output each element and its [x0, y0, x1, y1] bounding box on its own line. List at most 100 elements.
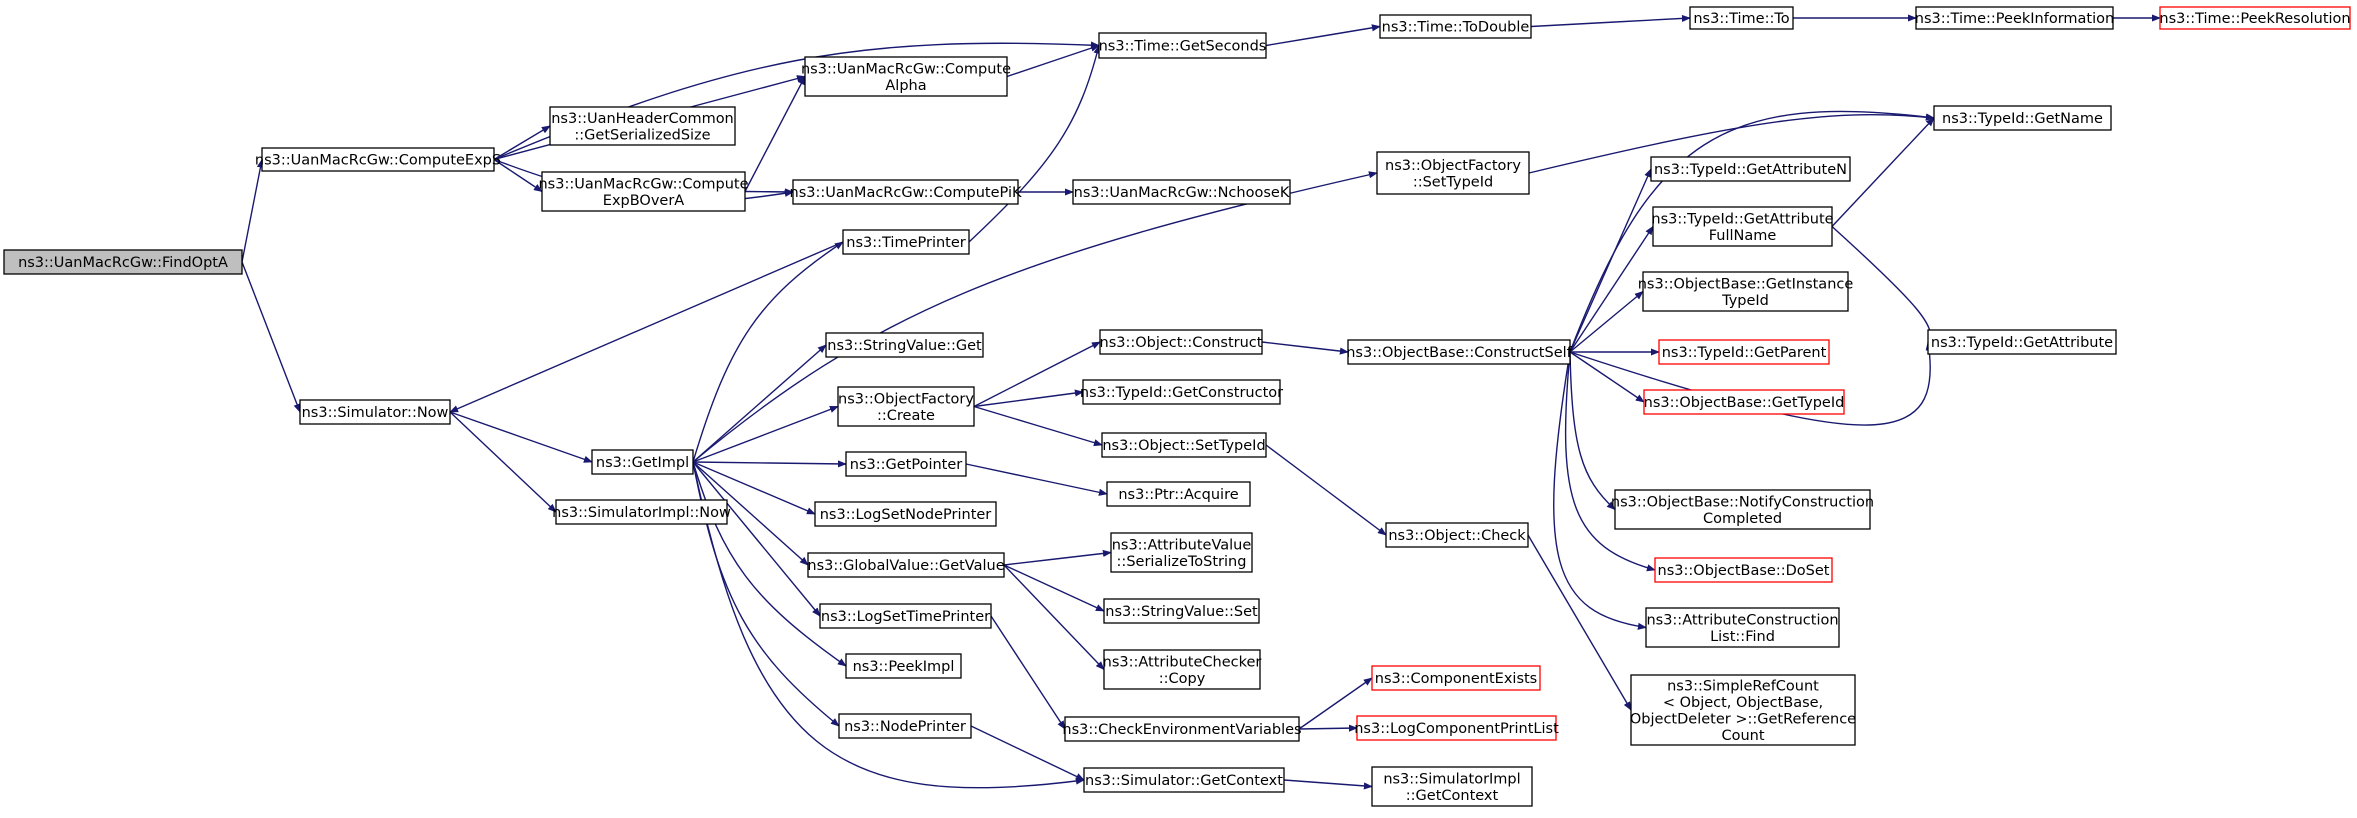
node-ns3-time-todouble[interactable]: ns3::Time::ToDouble: [1379, 14, 1532, 39]
node-ns3-objectbase-doset[interactable]: ns3::ObjectBase::DoSet: [1654, 557, 1833, 583]
node-ns3-ptr-acquire[interactable]: ns3::Ptr::Acquire: [1106, 481, 1251, 507]
node-label: ns3::Object::Construct: [1100, 335, 1263, 351]
node-ns3-logsettimeprinter[interactable]: ns3::LogSetTimePrinter: [819, 603, 992, 629]
node-box: [555, 499, 728, 525]
node-ns3-object-check[interactable]: ns3::Object::Check: [1385, 522, 1529, 548]
edge-n13-n3: [968, 44, 1101, 243]
node-ns3-simulator-getcontext[interactable]: ns3::Simulator::GetContext: [1083, 767, 1285, 793]
node-label: ns3::AttributeValue: [1112, 537, 1252, 553]
node-ns3-simulatorimpl-getcontext[interactable]: ns3::SimulatorImpl::GetContext: [1371, 766, 1533, 807]
node-ns3-getpointer[interactable]: ns3::GetPointer: [845, 451, 967, 477]
node-label: ns3::TypeId::GetConstructor: [1080, 385, 1283, 401]
node-ns3-attributechecker-copy[interactable]: ns3::AttributeChecker::Copy: [1103, 649, 1262, 690]
node-label: ns3::UanMacRcGw::ComputePiK: [790, 185, 1022, 201]
node-label: ns3::ObjectBase::ConstructSelf: [1346, 345, 1572, 361]
node-label: ns3::ObjectFactory: [1385, 158, 1521, 174]
node-ns3-object-settypeid[interactable]: ns3::Object::SetTypeId: [1101, 432, 1267, 458]
node-ns3-typeid-getparent[interactable]: ns3::TypeId::GetParent: [1658, 339, 1830, 365]
node-ns3-time-to[interactable]: ns3::Time::To: [1689, 6, 1794, 30]
node-ns3-logsetnodeprinter[interactable]: ns3::LogSetNodePrinter: [814, 501, 997, 527]
edge-n21-n32: [990, 615, 1066, 730]
node-ns3-checkenvironmentvariables[interactable]: ns3::CheckEnvironmentVariables: [1062, 716, 1302, 742]
node-ns3-uanmacrcgw-computepik[interactable]: ns3::UanMacRcGw::ComputePiK: [790, 179, 1022, 205]
edge-n24-n48: [1528, 113, 1935, 174]
node-ns3-time-peekinformation[interactable]: ns3::Time::PeekInformation: [1915, 6, 2114, 30]
node-ns3-objectfactory-settypeid[interactable]: ns3::ObjectFactory::SetTypeId: [1376, 151, 1530, 195]
node-box: [1110, 532, 1253, 573]
node-ns3-typeid-getconstructor[interactable]: ns3::TypeId::GetConstructor: [1080, 379, 1283, 405]
node-ns3-time-getseconds[interactable]: ns3::Time::GetSeconds: [1098, 32, 1267, 59]
node-ns3-uanmacrcgw-computeexps[interactable]: ns3::UanMacRcGw::ComputeExpS: [255, 147, 501, 172]
edge-n14-n22: [692, 461, 847, 667]
edge-n27-n35: [1265, 444, 1387, 536]
node-ns3-uanheadercommon-getserializedsize[interactable]: ns3::UanHeaderCommon::GetSerializedSize: [549, 106, 736, 146]
node-label: Alpha: [885, 78, 926, 94]
node-ns3-componentexists[interactable]: ns3::ComponentExists: [1371, 665, 1541, 691]
node-box: [1101, 432, 1267, 458]
node-box: [838, 713, 972, 739]
node-ns3-simulator-now[interactable]: ns3::Simulator::Now: [299, 399, 451, 425]
edge-n25-n34: [1261, 341, 1349, 355]
node-box: [792, 179, 1019, 205]
node-label: ns3::LogComponentPrintList: [1354, 721, 1559, 737]
node-ns3-timeprinter[interactable]: ns3::TimePrinter: [842, 229, 970, 255]
node-ns3-getimpl[interactable]: ns3::GetImpl: [591, 449, 694, 475]
node-label: ns3::UanMacRcGw::Compute: [801, 61, 1011, 77]
edge-n14-n13: [692, 241, 844, 463]
edge-n34-n48: [1569, 110, 1935, 353]
edge-n34-n40: [1569, 225, 1654, 353]
node-box: [1927, 329, 2117, 355]
node-label: ns3::PeekImpl: [853, 659, 955, 675]
node-box: [541, 171, 746, 212]
node-ns3-object-construct[interactable]: ns3::Object::Construct: [1099, 329, 1263, 355]
node-ns3-typeid-getname[interactable]: ns3::TypeId::GetName: [1933, 105, 2112, 131]
node-label: ns3::LogSetNodePrinter: [820, 507, 992, 523]
edge-n14-n17: [692, 405, 839, 463]
edge-n34-n49: [1569, 341, 1933, 426]
node-label: ns3::SimulatorImpl: [1383, 771, 1520, 787]
node-label: ns3::ObjectBase::GetInstance: [1638, 276, 1854, 292]
node-ns3-time-peekresolution[interactable]: ns3::Time::PeekResolution: [2159, 6, 2351, 30]
node-ns3-uanmacrcgw-nchoosek[interactable]: ns3::UanMacRcGw::NchooseK: [1072, 179, 1291, 205]
node-box: [807, 552, 1005, 578]
node-ns3-objectbase-notifyconstruction-completed[interactable]: ns3::ObjectBase::NotifyConstructionCompl…: [1611, 489, 1874, 530]
node-ns3-objectbase-gettypeid[interactable]: ns3::ObjectBase::GetTypeId: [1643, 389, 1845, 415]
node-label: ExpBOverA: [603, 193, 685, 209]
node-box: [1652, 206, 1833, 247]
node-label: ::Create: [877, 408, 935, 424]
node-ns3-typeid-getattributen[interactable]: ns3::TypeId::GetAttributeN: [1650, 156, 1851, 182]
node-ns3-stringvalue-set[interactable]: ns3::StringValue::Set: [1103, 598, 1260, 624]
node-ns3-uanmacrcgw-findopta[interactable]: ns3::UanMacRcGw::FindOptA: [3, 249, 243, 275]
node-box: [591, 449, 694, 475]
node-ns3-stringvalue-get[interactable]: ns3::StringValue::Get: [825, 332, 984, 358]
node-ns3-simulatorimpl-now[interactable]: ns3::SimulatorImpl::Now: [552, 499, 731, 525]
node-box: [1658, 339, 1830, 365]
edge-n14-n16: [692, 344, 827, 463]
node-ns3-peekimpl[interactable]: ns3::PeekImpl: [845, 653, 962, 679]
node-ns3-typeid-getattribute[interactable]: ns3::TypeId::GetAttribute: [1927, 329, 2117, 355]
node-box: [1650, 156, 1851, 182]
node-ns3-objectfactory-create[interactable]: ns3::ObjectFactory::Create: [837, 386, 975, 427]
node-ns3-nodeprinter[interactable]: ns3::NodePrinter: [838, 713, 972, 739]
node-box: [2159, 6, 2351, 30]
edge-n34-n44: [1569, 351, 1616, 511]
node-label: ns3::NodePrinter: [844, 719, 966, 735]
node-box: [1376, 151, 1530, 195]
node-box: [819, 603, 992, 629]
node-ns3-objectbase-constructself[interactable]: ns3::ObjectBase::ConstructSelf: [1346, 339, 1573, 365]
node-box: [1083, 767, 1285, 793]
node-ns3-globalvalue-getvalue[interactable]: ns3::GlobalValue::GetValue: [807, 552, 1005, 578]
node-box: [1371, 766, 1533, 807]
node-ns3-logcomponentprintlist[interactable]: ns3::LogComponentPrintList: [1354, 715, 1559, 741]
edge-n33-n38: [1283, 779, 1373, 790]
node-label: ns3::AttributeConstruction: [1646, 612, 1838, 628]
node-ns3-attributevalue-serializetostring[interactable]: ns3::AttributeValue::SerializeToString: [1110, 532, 1253, 573]
node-ns3-simplerefcount-object-objectbase-objectdeleter-getreference-count[interactable]: ns3::SimpleRefCount< Object, ObjectBase,…: [1630, 674, 1856, 746]
edge-n14-n33: [692, 461, 1085, 789]
edge-n34-n45: [1564, 351, 1656, 572]
